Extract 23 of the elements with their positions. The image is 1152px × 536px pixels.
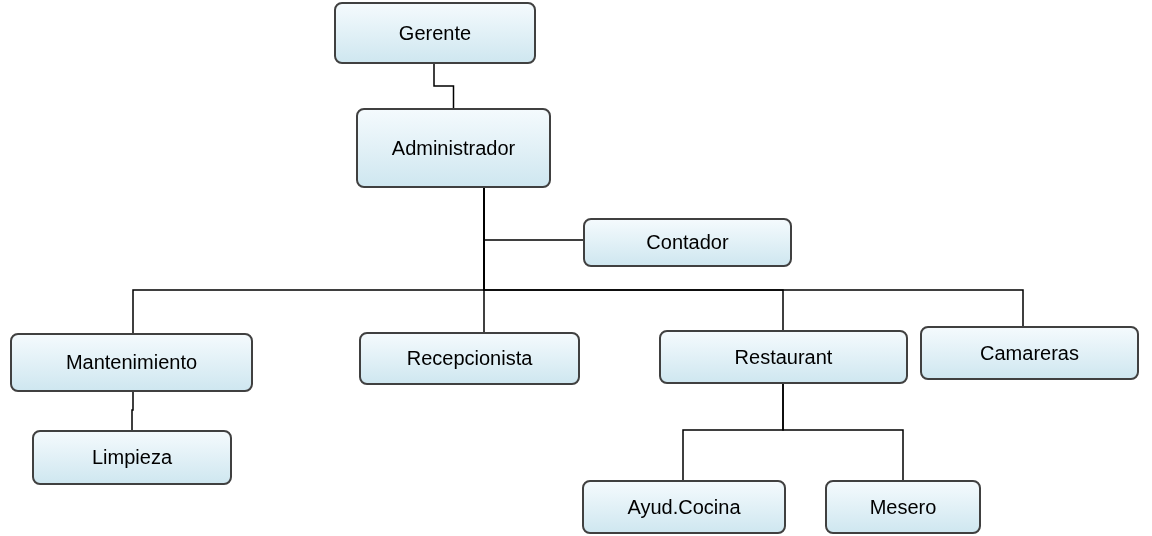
- role-label: Restaurant: [734, 344, 833, 370]
- role-box: [10, 333, 253, 392]
- role-label: Mesero: [869, 494, 937, 520]
- connector-line: [131, 391, 134, 431]
- role-label: Mantenimiento: [65, 350, 198, 375]
- role-label: Gerente: [398, 20, 472, 46]
- role-box: [356, 108, 551, 188]
- role-box: [582, 480, 786, 534]
- role-label: Recepcionista: [406, 346, 533, 371]
- role-label: Administrador: [391, 135, 516, 161]
- role-box: [920, 326, 1139, 380]
- role-box: [32, 430, 232, 485]
- role-label: Contador: [646, 230, 729, 255]
- role-label: Ayud.Cocina: [627, 494, 741, 520]
- connector-line: [433, 63, 455, 109]
- role-box: [659, 330, 908, 384]
- role-box: [359, 332, 580, 385]
- role-label: Camareras: [980, 340, 1079, 366]
- role-label: Limpieza: [91, 445, 172, 470]
- connector-line: [782, 383, 904, 481]
- role-box: [825, 480, 981, 534]
- role-box: [583, 218, 792, 267]
- role-box: [334, 2, 536, 64]
